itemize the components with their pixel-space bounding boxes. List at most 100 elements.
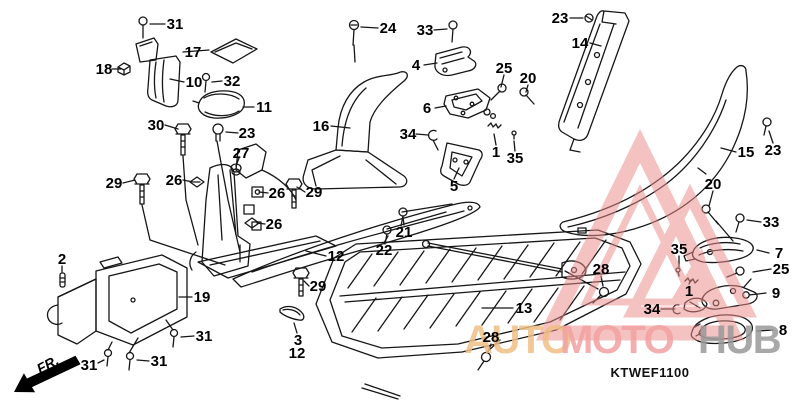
part-5-pad bbox=[440, 142, 483, 186]
clip-26-a bbox=[189, 176, 205, 188]
fastener-29-bolt-c bbox=[292, 267, 310, 297]
watermark-auto: AUTO bbox=[464, 318, 571, 362]
callout-1: 1 bbox=[685, 283, 693, 300]
fastener-28-screw-b bbox=[477, 351, 492, 371]
callout-9: 9 bbox=[772, 285, 780, 302]
front-direction-marker: FR. bbox=[14, 352, 81, 393]
callout-23: 23 bbox=[239, 125, 256, 142]
pin-35-a bbox=[511, 130, 517, 140]
callout-26: 26 bbox=[266, 216, 283, 233]
callout-10: 10 bbox=[186, 74, 203, 91]
callout-labels: 31 17 18 10 32 11 30 23 27 26 29 24 33 4… bbox=[58, 10, 790, 374]
fastener-23-screw-c bbox=[762, 117, 772, 136]
part-17-lid bbox=[210, 38, 258, 64]
callout-2: 2 bbox=[58, 251, 66, 268]
callout-11: 11 bbox=[256, 99, 272, 116]
part-14-pillar-garnish bbox=[558, 10, 630, 153]
pin-2 bbox=[59, 272, 66, 288]
spring-1-a bbox=[487, 122, 502, 129]
callout-34: 34 bbox=[644, 301, 661, 318]
clip-34-a bbox=[427, 129, 438, 142]
callout-12: 12 bbox=[328, 248, 345, 265]
callout-28: 28 bbox=[483, 329, 500, 346]
watermark-hub: HUB bbox=[698, 318, 781, 362]
callout-32: 32 bbox=[224, 73, 241, 90]
callout-35: 35 bbox=[507, 150, 524, 167]
fastener-31-screw-d bbox=[103, 348, 113, 367]
watermark-moto: MOTO bbox=[560, 318, 674, 362]
callout-33: 33 bbox=[417, 22, 434, 39]
callout-21: 21 bbox=[396, 224, 413, 241]
callout-4: 4 bbox=[412, 57, 421, 74]
fastener-29-bolt-b bbox=[285, 178, 303, 209]
callout-27: 27 bbox=[233, 145, 250, 162]
callout-28: 28 bbox=[593, 261, 610, 278]
logo-triangle-solid bbox=[670, 248, 718, 302]
fastener-31-screw-top bbox=[138, 16, 148, 39]
callout-8: 8 bbox=[779, 322, 787, 339]
callout-33: 33 bbox=[763, 214, 780, 231]
callout-7: 7 bbox=[775, 245, 783, 262]
fastener-30-bolt bbox=[174, 123, 192, 156]
watermark-logo bbox=[535, 129, 757, 341]
part-3-12-strip bbox=[279, 305, 305, 321]
callout-23: 23 bbox=[552, 10, 569, 27]
callout-20: 20 bbox=[705, 176, 722, 193]
callout-23: 23 bbox=[765, 142, 782, 159]
fastener-23-ball-stud bbox=[212, 123, 224, 153]
part-6-hinge-bracket bbox=[443, 88, 497, 120]
callout-16: 16 bbox=[313, 118, 330, 135]
frame-assembly bbox=[189, 143, 337, 279]
fastener-31-screw-c bbox=[125, 351, 135, 371]
fastener-24-screw bbox=[348, 19, 360, 46]
fastener-31-screw-b bbox=[169, 328, 179, 348]
fastener-33-screw-a bbox=[448, 20, 458, 43]
callout-15: 15 bbox=[738, 144, 755, 161]
callout-1: 1 bbox=[492, 144, 500, 161]
callout-20: 20 bbox=[520, 70, 537, 87]
callout-17: 17 bbox=[185, 44, 202, 61]
fastener-23-screw-b bbox=[584, 13, 594, 23]
part-15-side-garnish bbox=[559, 64, 748, 237]
part-10-bracket bbox=[135, 37, 181, 108]
callout-12: 12 bbox=[289, 345, 306, 362]
fastener-33-screw-b bbox=[735, 213, 745, 233]
callout-31: 31 bbox=[196, 328, 213, 345]
callout-26: 26 bbox=[166, 172, 183, 189]
callout-5: 5 bbox=[450, 178, 458, 195]
fastener-20-bolt-a bbox=[519, 87, 535, 105]
callout-31: 31 bbox=[81, 357, 98, 374]
callout-18: 18 bbox=[96, 61, 113, 78]
diagram-code: KTWEF1100 bbox=[611, 365, 690, 380]
callout-13: 13 bbox=[516, 300, 533, 317]
callout-24: 24 bbox=[380, 20, 397, 37]
callout-29: 29 bbox=[306, 184, 323, 201]
callout-31: 31 bbox=[151, 353, 168, 370]
callout-29: 29 bbox=[310, 278, 327, 295]
callout-30: 30 bbox=[148, 117, 165, 134]
callout-6: 6 bbox=[423, 100, 431, 117]
part-12-floor-side-cover bbox=[232, 201, 481, 288]
callout-34: 34 bbox=[400, 126, 417, 143]
callout-35: 35 bbox=[671, 241, 688, 258]
part-19-under-box bbox=[46, 254, 188, 346]
part-16-center-cover bbox=[302, 71, 408, 190]
callout-19: 19 bbox=[194, 289, 211, 306]
fastener-25-bolt-a bbox=[490, 83, 507, 101]
logo-triangle-small bbox=[623, 183, 757, 318]
callout-26: 26 bbox=[269, 185, 286, 202]
callout-31: 31 bbox=[167, 16, 184, 33]
part-18-nut bbox=[117, 62, 131, 76]
fastener-29-bolt-a bbox=[133, 173, 151, 205]
callout-22: 22 bbox=[376, 242, 393, 259]
front-arrow-icon bbox=[14, 355, 81, 393]
callout-14: 14 bbox=[572, 35, 589, 52]
part-4-bracket bbox=[434, 46, 477, 77]
logo-triangle-large bbox=[535, 129, 745, 341]
fastener-32-screw bbox=[201, 72, 211, 93]
mat-ribs bbox=[347, 239, 607, 333]
callout-29: 29 bbox=[106, 175, 123, 192]
assembly-lines bbox=[107, 44, 752, 354]
